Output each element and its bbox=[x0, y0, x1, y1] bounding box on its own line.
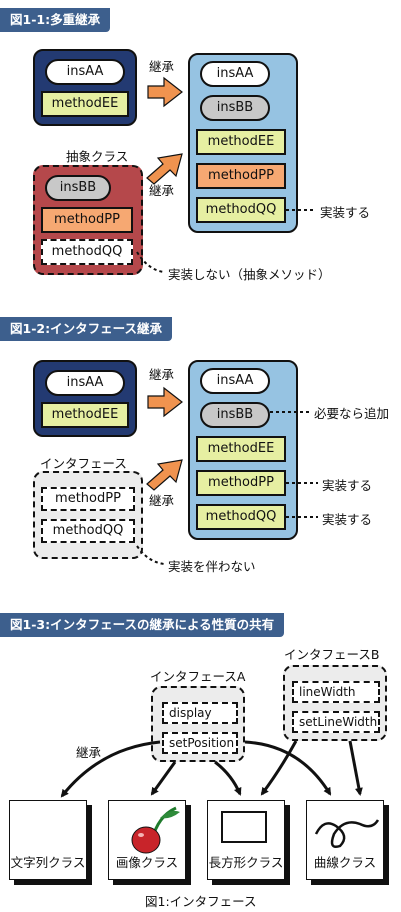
method-box: methodPP bbox=[196, 163, 286, 189]
inherit-label: 継承 bbox=[149, 59, 175, 74]
inherit-arrow bbox=[60, 740, 161, 798]
method-box: methodQQ bbox=[196, 197, 286, 223]
interface-method-box: setLineWidth bbox=[292, 711, 380, 733]
interface-b-label: インタフェースB bbox=[284, 647, 380, 662]
string-class-card: 文字列クラス bbox=[9, 800, 87, 880]
instance-pill: insBB bbox=[45, 175, 111, 201]
section1-title: 図1-1:多重継承 bbox=[0, 8, 111, 32]
interface-b-box: lineWidth setLineWidth bbox=[283, 665, 387, 741]
method-box: methodPP bbox=[196, 470, 286, 496]
instance-pill: insBB bbox=[200, 402, 270, 428]
child-class-box: insAA insBB methodEE methodPP methodQQ bbox=[188, 53, 298, 233]
inherit-label: 継承 bbox=[149, 183, 175, 198]
note-add-if-needed: 必要なら追加 bbox=[314, 406, 390, 421]
inherit-arrow bbox=[260, 740, 298, 796]
class-label: 画像クラス bbox=[115, 855, 179, 870]
interface-a-box: display setPosition bbox=[151, 686, 245, 762]
method-box: methodEE bbox=[196, 129, 286, 155]
rectangle-class-card: 長方形クラス bbox=[207, 800, 285, 880]
inherit-arrow bbox=[348, 740, 363, 796]
rectangle-shape-icon bbox=[221, 811, 267, 843]
method-box: methodEE bbox=[41, 91, 129, 117]
interface-method-box: display bbox=[162, 702, 238, 724]
note-no-implementation: 実装を伴わない bbox=[168, 559, 256, 574]
figure-caption: 図1:インタフェース bbox=[145, 894, 257, 909]
interface-a-label: インタフェースA bbox=[150, 669, 246, 684]
inherit-arrow bbox=[244, 740, 332, 796]
abstract-class-label: 抽象クラス bbox=[66, 149, 129, 164]
interface-method-box: lineWidth bbox=[292, 681, 380, 703]
curve-shape-icon bbox=[314, 819, 380, 848]
class-label: 曲線クラス bbox=[313, 855, 377, 870]
instance-pill: insAA bbox=[200, 61, 270, 87]
cherry-icon bbox=[131, 806, 180, 854]
inherit-arrow bbox=[147, 386, 183, 418]
connector-line bbox=[136, 545, 165, 565]
interface-box: methodPP methodQQ bbox=[33, 471, 143, 559]
inherit-arrow bbox=[147, 76, 183, 108]
inherit-label: 継承 bbox=[149, 367, 175, 382]
note-implement: 実装する bbox=[322, 512, 373, 527]
section3-title: 図1-3:インタフェースの継承による性質の共有 bbox=[0, 613, 285, 637]
inherit-arrow bbox=[146, 459, 183, 491]
note-implement: 実装する bbox=[320, 205, 371, 220]
inherit-arrow bbox=[150, 761, 177, 796]
section2-title: 図1-2:インタフェース継承 bbox=[0, 317, 172, 341]
inherit-label: 継承 bbox=[149, 493, 175, 508]
child-class-box: insAA insBB methodEE methodPP methodQQ bbox=[188, 360, 298, 540]
inherit-arrow bbox=[214, 760, 242, 796]
interface-label: インタフェース bbox=[40, 456, 127, 471]
method-box: methodEE bbox=[196, 436, 286, 462]
note-abstract: 実装しない（抽象メソッド） bbox=[168, 267, 331, 282]
instance-pill: insAA bbox=[45, 370, 125, 396]
inherit-label: 継承 bbox=[76, 745, 102, 760]
parent-class-box: insAA methodEE bbox=[33, 49, 137, 126]
method-box: methodPP bbox=[41, 207, 133, 233]
parent-class-box: insAA methodEE bbox=[33, 360, 137, 437]
abstract-method-box: methodQQ bbox=[41, 239, 133, 265]
abstract-class-box: insBB methodPP methodQQ bbox=[33, 165, 143, 275]
interface-method-box: methodPP bbox=[41, 487, 135, 511]
class-label: 文字列クラス bbox=[10, 855, 86, 870]
interface-method-box: methodQQ bbox=[41, 519, 135, 543]
interface-method-box: setPosition bbox=[162, 732, 238, 754]
class-label: 長方形クラス bbox=[208, 855, 284, 870]
note-implement: 実装する bbox=[322, 478, 373, 493]
method-box: methodEE bbox=[41, 402, 129, 428]
method-box: methodQQ bbox=[196, 504, 286, 530]
connector-line bbox=[136, 251, 165, 273]
inherit-arrow bbox=[146, 153, 183, 185]
instance-pill: insAA bbox=[200, 368, 270, 394]
instance-pill: insAA bbox=[45, 59, 125, 85]
instance-pill: insBB bbox=[200, 95, 270, 121]
